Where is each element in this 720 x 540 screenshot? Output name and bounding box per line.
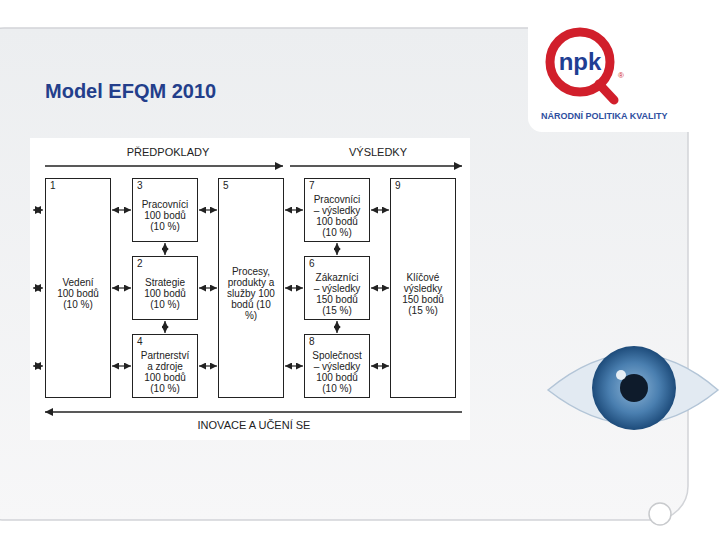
criterion-box: 6Zákazníci – výsledky 150 bodů (15 %) — [304, 256, 370, 320]
criterion-box: 2Strategie 100 bodů (10 %) — [132, 256, 198, 320]
logo-caption: NÁRODNÍ POLITIKA KVALITY — [541, 112, 668, 121]
logo-ground — [528, 0, 720, 132]
criterion-number: 5 — [223, 180, 229, 191]
double-arrow — [336, 243, 337, 255]
section-heading: VÝSLEDKY — [349, 147, 407, 158]
criterion-box: 5Procesy, produkty a služby 100 bodů (10… — [218, 178, 284, 398]
double-arrow — [164, 321, 165, 333]
criterion-number: 4 — [137, 336, 143, 347]
double-arrow — [164, 243, 165, 255]
criterion-text: Procesy, produkty a služby 100 bodů (10 … — [226, 266, 276, 321]
section-heading: PŘEDPOKLADY — [127, 147, 210, 158]
criterion-text: Strategie 100 bodů (10 %) — [140, 277, 190, 310]
double-arrow — [371, 287, 389, 288]
double-arrow — [285, 365, 303, 366]
panel-corner-dot — [649, 503, 671, 525]
flow-arrow — [45, 165, 283, 167]
double-arrow — [371, 209, 389, 210]
criterion-text: Pracovníci 100 bodů (10 %) — [140, 199, 190, 232]
criterion-box: 8Společnost – výsledky 100 bodů (10 %) — [304, 334, 370, 398]
logo-q-ring — [550, 32, 614, 100]
double-arrow — [336, 321, 337, 333]
slide-title: Model EFQM 2010 — [45, 80, 216, 102]
double-arrow — [199, 365, 217, 366]
criterion-number: 3 — [137, 180, 143, 191]
loop-label: INOVACE A UČENÍ SE — [198, 420, 311, 431]
logo-mark: npk — [559, 50, 602, 74]
criterion-number: 6 — [309, 258, 315, 269]
flow-arrow — [290, 165, 462, 167]
eye-picture — [548, 346, 718, 430]
criterion-text: Zákazníci – výsledky 150 bodů (15 %) — [312, 272, 362, 316]
criterion-box: 1Vedení 100 bodů (10 %) — [45, 178, 111, 398]
criterion-number: 7 — [309, 180, 315, 191]
feedback-arrow — [45, 411, 462, 413]
criterion-box: 7Pracovníci – výsledky 100 bodů (10 %) — [304, 178, 370, 242]
double-arrow — [112, 209, 131, 210]
diagram-ground — [30, 138, 470, 440]
double-arrow — [199, 287, 217, 288]
criterion-box: 9Klíčové výsledky 150 bodů (15 %) — [390, 178, 456, 398]
criterion-text: Vedení 100 bodů (10 %) — [53, 277, 103, 310]
criterion-number: 1 — [50, 180, 56, 191]
double-arrow — [285, 287, 303, 288]
criterion-box: 3Pracovníci 100 bodů (10 %) — [132, 178, 198, 242]
criterion-number: 8 — [309, 336, 315, 347]
criterion-text: Klíčové výsledky 150 bodů (15 %) — [398, 272, 448, 316]
criterion-text: Společnost – výsledky 100 bodů (10 %) — [312, 350, 362, 394]
criterion-text: Pracovníci – výsledky 100 bodů (10 %) — [312, 194, 362, 238]
criterion-text: Partnerství a zdroje 100 bodů (10 %) — [140, 350, 190, 394]
criterion-box: 4Partnerství a zdroje 100 bodů (10 %) — [132, 334, 198, 398]
registered-mark: ® — [618, 72, 624, 80]
double-arrow — [112, 365, 131, 366]
double-arrow — [285, 209, 303, 210]
double-arrow — [199, 209, 217, 210]
criterion-number: 2 — [137, 258, 143, 269]
double-arrow — [112, 287, 131, 288]
input-arrows — [33, 210, 43, 366]
double-arrow — [371, 365, 389, 366]
criterion-number: 9 — [395, 180, 401, 191]
